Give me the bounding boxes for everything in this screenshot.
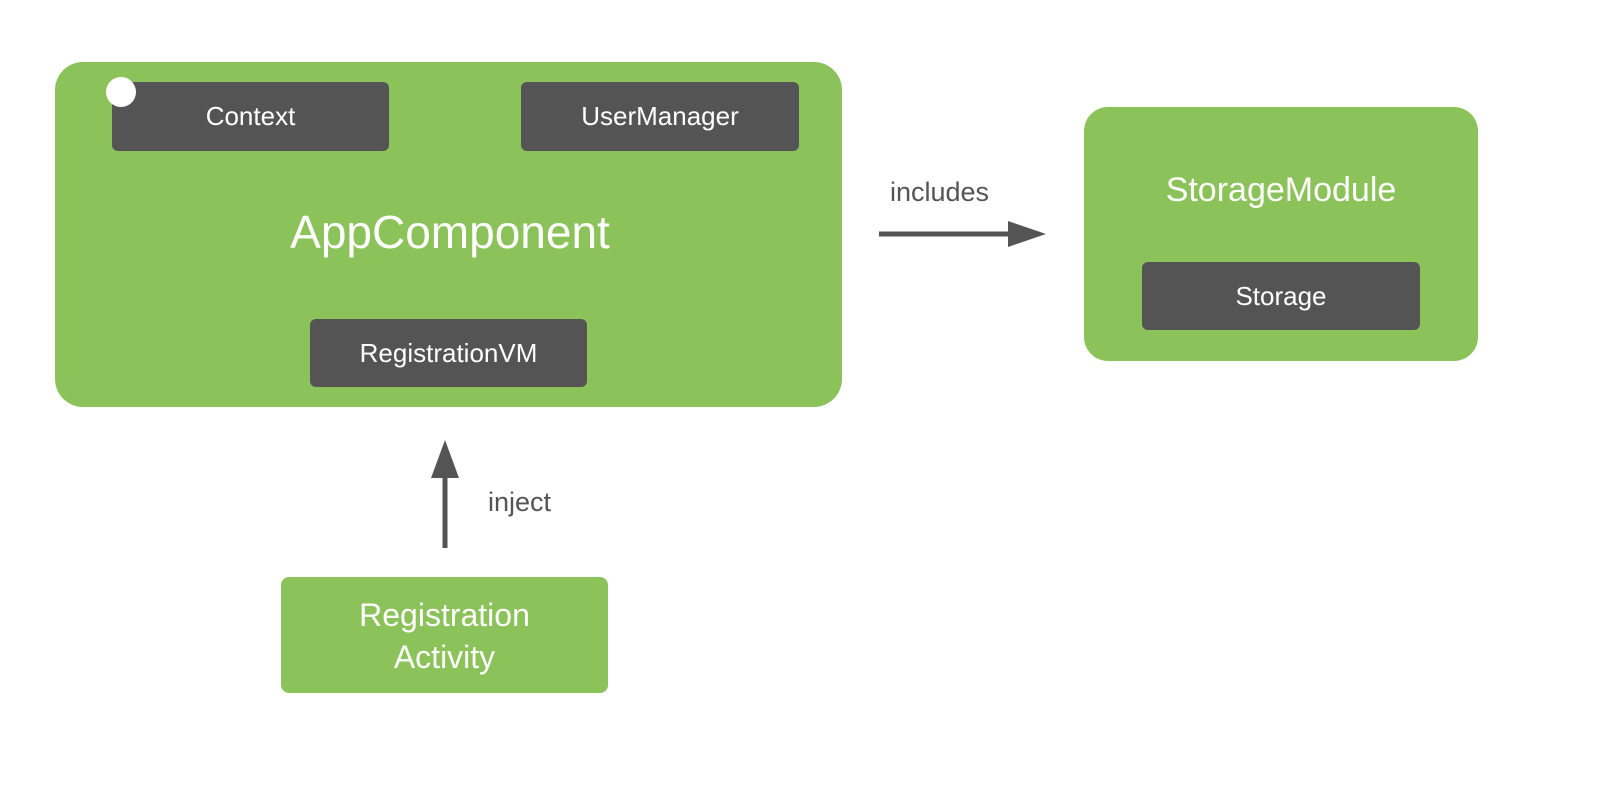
binding-label: Context xyxy=(205,101,296,131)
binding-context: Context xyxy=(112,82,389,151)
includes-label: includes xyxy=(890,177,990,207)
app-component-title: AppComponent xyxy=(290,206,610,258)
binding-registrationvm: RegistrationVM xyxy=(310,319,587,387)
marker-circle-icon xyxy=(106,77,136,107)
inject-label: inject xyxy=(488,487,552,517)
inject-arrow xyxy=(431,440,459,548)
binding-label: Storage xyxy=(1235,280,1327,311)
binding-usermanager: UserManager xyxy=(521,82,799,151)
registration-activity-title: Registration Activity xyxy=(281,594,608,678)
title-line: Activity xyxy=(393,639,496,675)
includes-arrow xyxy=(879,221,1046,247)
binding-label: RegistrationVM xyxy=(359,337,538,368)
storage-module-title: StorageModule xyxy=(1165,171,1397,209)
title-line: Registration xyxy=(359,597,530,633)
registration-activity xyxy=(281,577,608,693)
binding-storage: Storage xyxy=(1142,262,1420,330)
binding-label: UserManager xyxy=(581,101,739,131)
